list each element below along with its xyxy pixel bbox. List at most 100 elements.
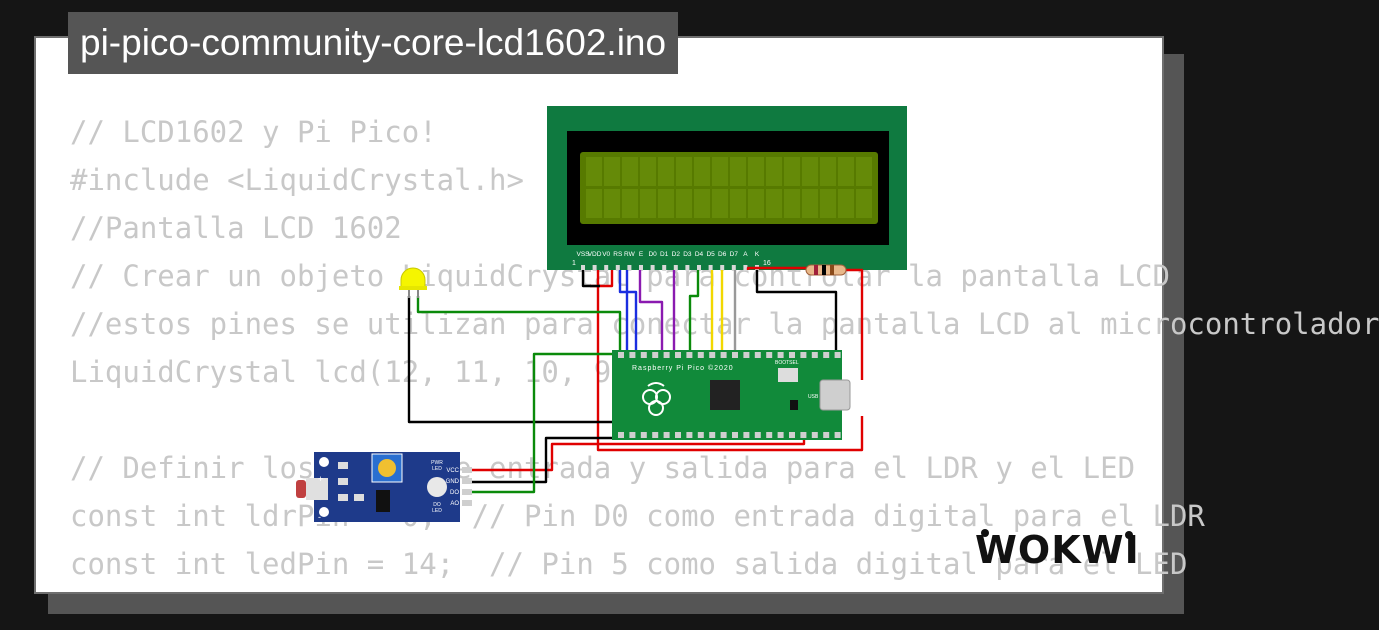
pico-pin-bottom [766, 432, 773, 438]
resistor-band-2 [822, 265, 826, 275]
pico-pin-bottom [834, 432, 841, 438]
lcd-pin-label: D2 [672, 251, 681, 258]
wire-green-led[interactable] [416, 296, 622, 350]
lcd-char-cell [766, 157, 782, 186]
ldr-pin [462, 489, 472, 495]
ldr-mount-hole-1 [319, 457, 329, 467]
pico-pin-bottom [754, 432, 761, 438]
pico-pin-top [640, 352, 647, 358]
pico-pin-bottom [663, 432, 670, 438]
pico-pin-top [686, 352, 693, 358]
lcd-char-cell [622, 157, 638, 186]
pico-pin-bottom [675, 432, 681, 438]
lcd-char-cell [748, 189, 764, 218]
pico-pin-top [675, 352, 681, 358]
lcd-pin [639, 265, 643, 271]
ldr-pin [462, 500, 472, 506]
pico-pin-top [754, 352, 761, 358]
wire-green-do[interactable] [470, 352, 620, 494]
pico-pin-bottom [652, 432, 659, 438]
pico-pin-bottom [743, 432, 750, 438]
lcd-pin-label: RW [624, 251, 636, 258]
photoresistor [296, 480, 306, 498]
wire-purple-e[interactable] [638, 270, 664, 350]
lcd-pin-label: VDD [588, 251, 602, 258]
lcd-char-cell [784, 189, 800, 218]
pico-pin-top [834, 352, 841, 358]
raspberry-pi-pico[interactable]: Raspberry Pi Pico ©2020 BOOTSEL USB [612, 350, 851, 440]
lcd-pin-label: D1 [660, 251, 669, 258]
pico-chip-small [790, 400, 798, 410]
code-line: const int ledPin = 14; // Pin 5 como sal… [70, 547, 1188, 581]
photoresistor-socket [306, 478, 328, 500]
code-line: //Pantalla LCD 1602 [70, 211, 402, 245]
lcd-pin-label: D3 [683, 251, 692, 258]
lcd-char-cell [694, 157, 710, 186]
pico-pin-bottom [720, 432, 727, 438]
resistor-band-1 [814, 265, 818, 275]
lcd-pin [673, 265, 678, 271]
lcd-pin [581, 265, 585, 271]
pico-pin-top [777, 352, 784, 358]
lcd-char-cell [640, 189, 656, 218]
ldr-minus-label: - [318, 512, 321, 522]
pico-bootsel-button[interactable] [778, 368, 798, 382]
lcd-pin-label: D4 [695, 251, 704, 258]
ldr-pin-label: GND [446, 479, 460, 485]
yellow-led[interactable] [399, 267, 427, 298]
lcd-pin [650, 265, 655, 271]
pico-pin-bottom [618, 432, 624, 438]
pico-pin-top [766, 352, 773, 358]
pico-pin-top [652, 352, 659, 358]
pico-pin-bottom [686, 432, 693, 438]
lcd-char-cell [658, 189, 674, 218]
resistor[interactable] [805, 264, 847, 276]
lcd-char-cell [712, 189, 728, 218]
wire-black-vss[interactable] [581, 270, 600, 288]
pico-pin-bottom [732, 432, 738, 438]
pico-pin-bottom [823, 432, 830, 438]
ldr-led-label: LED [432, 466, 442, 472]
sketch-title: pi-pico-community-core-lcd1602.ino [68, 12, 679, 74]
wire-red-anode[interactable] [746, 266, 808, 270]
lcd-char-cell [802, 157, 818, 186]
ldr-plus-label: + [318, 474, 323, 484]
lcd-pin-label: V0 [602, 251, 610, 258]
potentiometer-knob[interactable] [378, 459, 396, 477]
wire-green-d4[interactable] [688, 270, 700, 350]
lcd-char-cell [856, 157, 872, 186]
lcd-pin [604, 265, 609, 271]
smd-1 [338, 462, 348, 469]
pico-pin-top [629, 352, 636, 358]
pico-pin-top [720, 352, 727, 358]
lcd-pin [615, 265, 620, 271]
lcd-char-cell [658, 157, 674, 186]
lcd-pin-label: D5 [706, 251, 715, 258]
lcd-pin-label: D6 [718, 251, 727, 258]
lcd-pin-label: D7 [730, 251, 739, 258]
lcd-pin-1-label: 1 [572, 260, 576, 267]
pico-pin-bottom [697, 432, 704, 438]
raspberry-logo-icon [642, 382, 671, 416]
wokwi-logo[interactable]: WOKWI [975, 525, 1150, 575]
ldr-pin-label: AO [450, 501, 459, 507]
lcd-char-cell [604, 157, 620, 186]
ldr-pin-label: VCC [446, 468, 459, 474]
wire-red-vdd[interactable] [596, 270, 864, 452]
wire-red-resistor[interactable] [846, 268, 864, 380]
lcd-char-cell [838, 189, 854, 218]
lcd-char-grid [586, 157, 872, 218]
lcd-char-cell [712, 157, 728, 186]
pico-pin-bottom [800, 432, 807, 438]
ldr-led-label: LED [432, 508, 442, 514]
wire-black-k[interactable] [755, 270, 838, 350]
lcd-char-cell [730, 189, 746, 218]
pico-usb-port[interactable] [819, 379, 851, 411]
pico-pin-top [743, 352, 750, 358]
lcd-char-cell [856, 189, 872, 218]
smd-2 [338, 478, 348, 485]
